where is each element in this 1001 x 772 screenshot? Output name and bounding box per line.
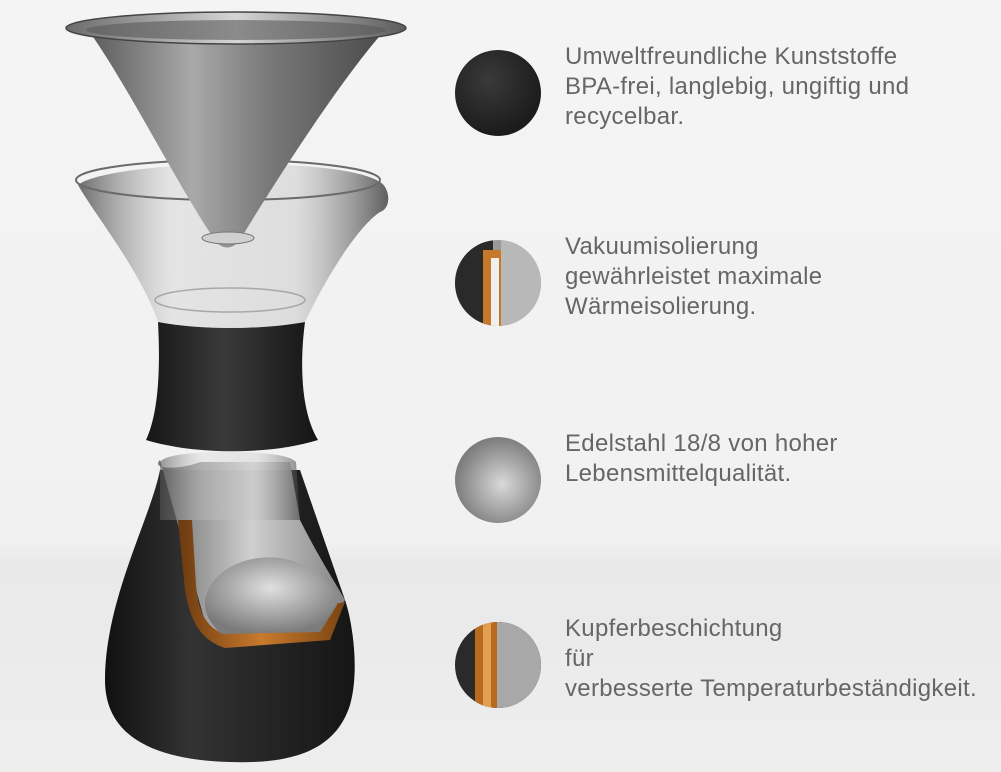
feature-text: Vakuumisolierung gewährleistet maximale … bbox=[565, 232, 1001, 322]
feature-text: Umweltfreundliche Kunststoffe BPA-frei, … bbox=[565, 42, 1001, 132]
stainless-steel-icon bbox=[455, 437, 541, 523]
carafe-base bbox=[105, 452, 355, 763]
feature-line: recycelbar. bbox=[565, 103, 685, 130]
feature-line: Vakuumisolierung bbox=[565, 233, 759, 260]
copper-coating-icon bbox=[455, 622, 541, 708]
feature-text: Kupferbeschichtung für verbesserte Tempe… bbox=[565, 614, 1001, 704]
vacuum-insulation-icon bbox=[455, 240, 541, 326]
feature-text: Edelstahl 18/8 von hoher Lebensmittelqua… bbox=[565, 429, 1001, 489]
black-plastic-icon bbox=[455, 50, 541, 136]
feature-line: BPA-frei, langlebig, ungiftig und bbox=[565, 73, 910, 100]
feature-line: Wärmeisolierung. bbox=[565, 293, 757, 320]
feature-line: gewährleistet maximale bbox=[565, 263, 823, 290]
feature-line: Kupferbeschichtung bbox=[565, 615, 783, 642]
feature-line: Lebensmittelqualität. bbox=[565, 460, 792, 487]
feature-line: verbesserte Temperaturbeständigkeit. bbox=[565, 675, 977, 702]
feature-line: Edelstahl 18/8 von hoher bbox=[565, 430, 838, 457]
mesh-filter bbox=[65, 11, 407, 248]
silicone-sleeve bbox=[146, 322, 318, 452]
feature-line: für bbox=[565, 645, 594, 672]
feature-line: Umweltfreundliche Kunststoffe bbox=[565, 43, 898, 70]
